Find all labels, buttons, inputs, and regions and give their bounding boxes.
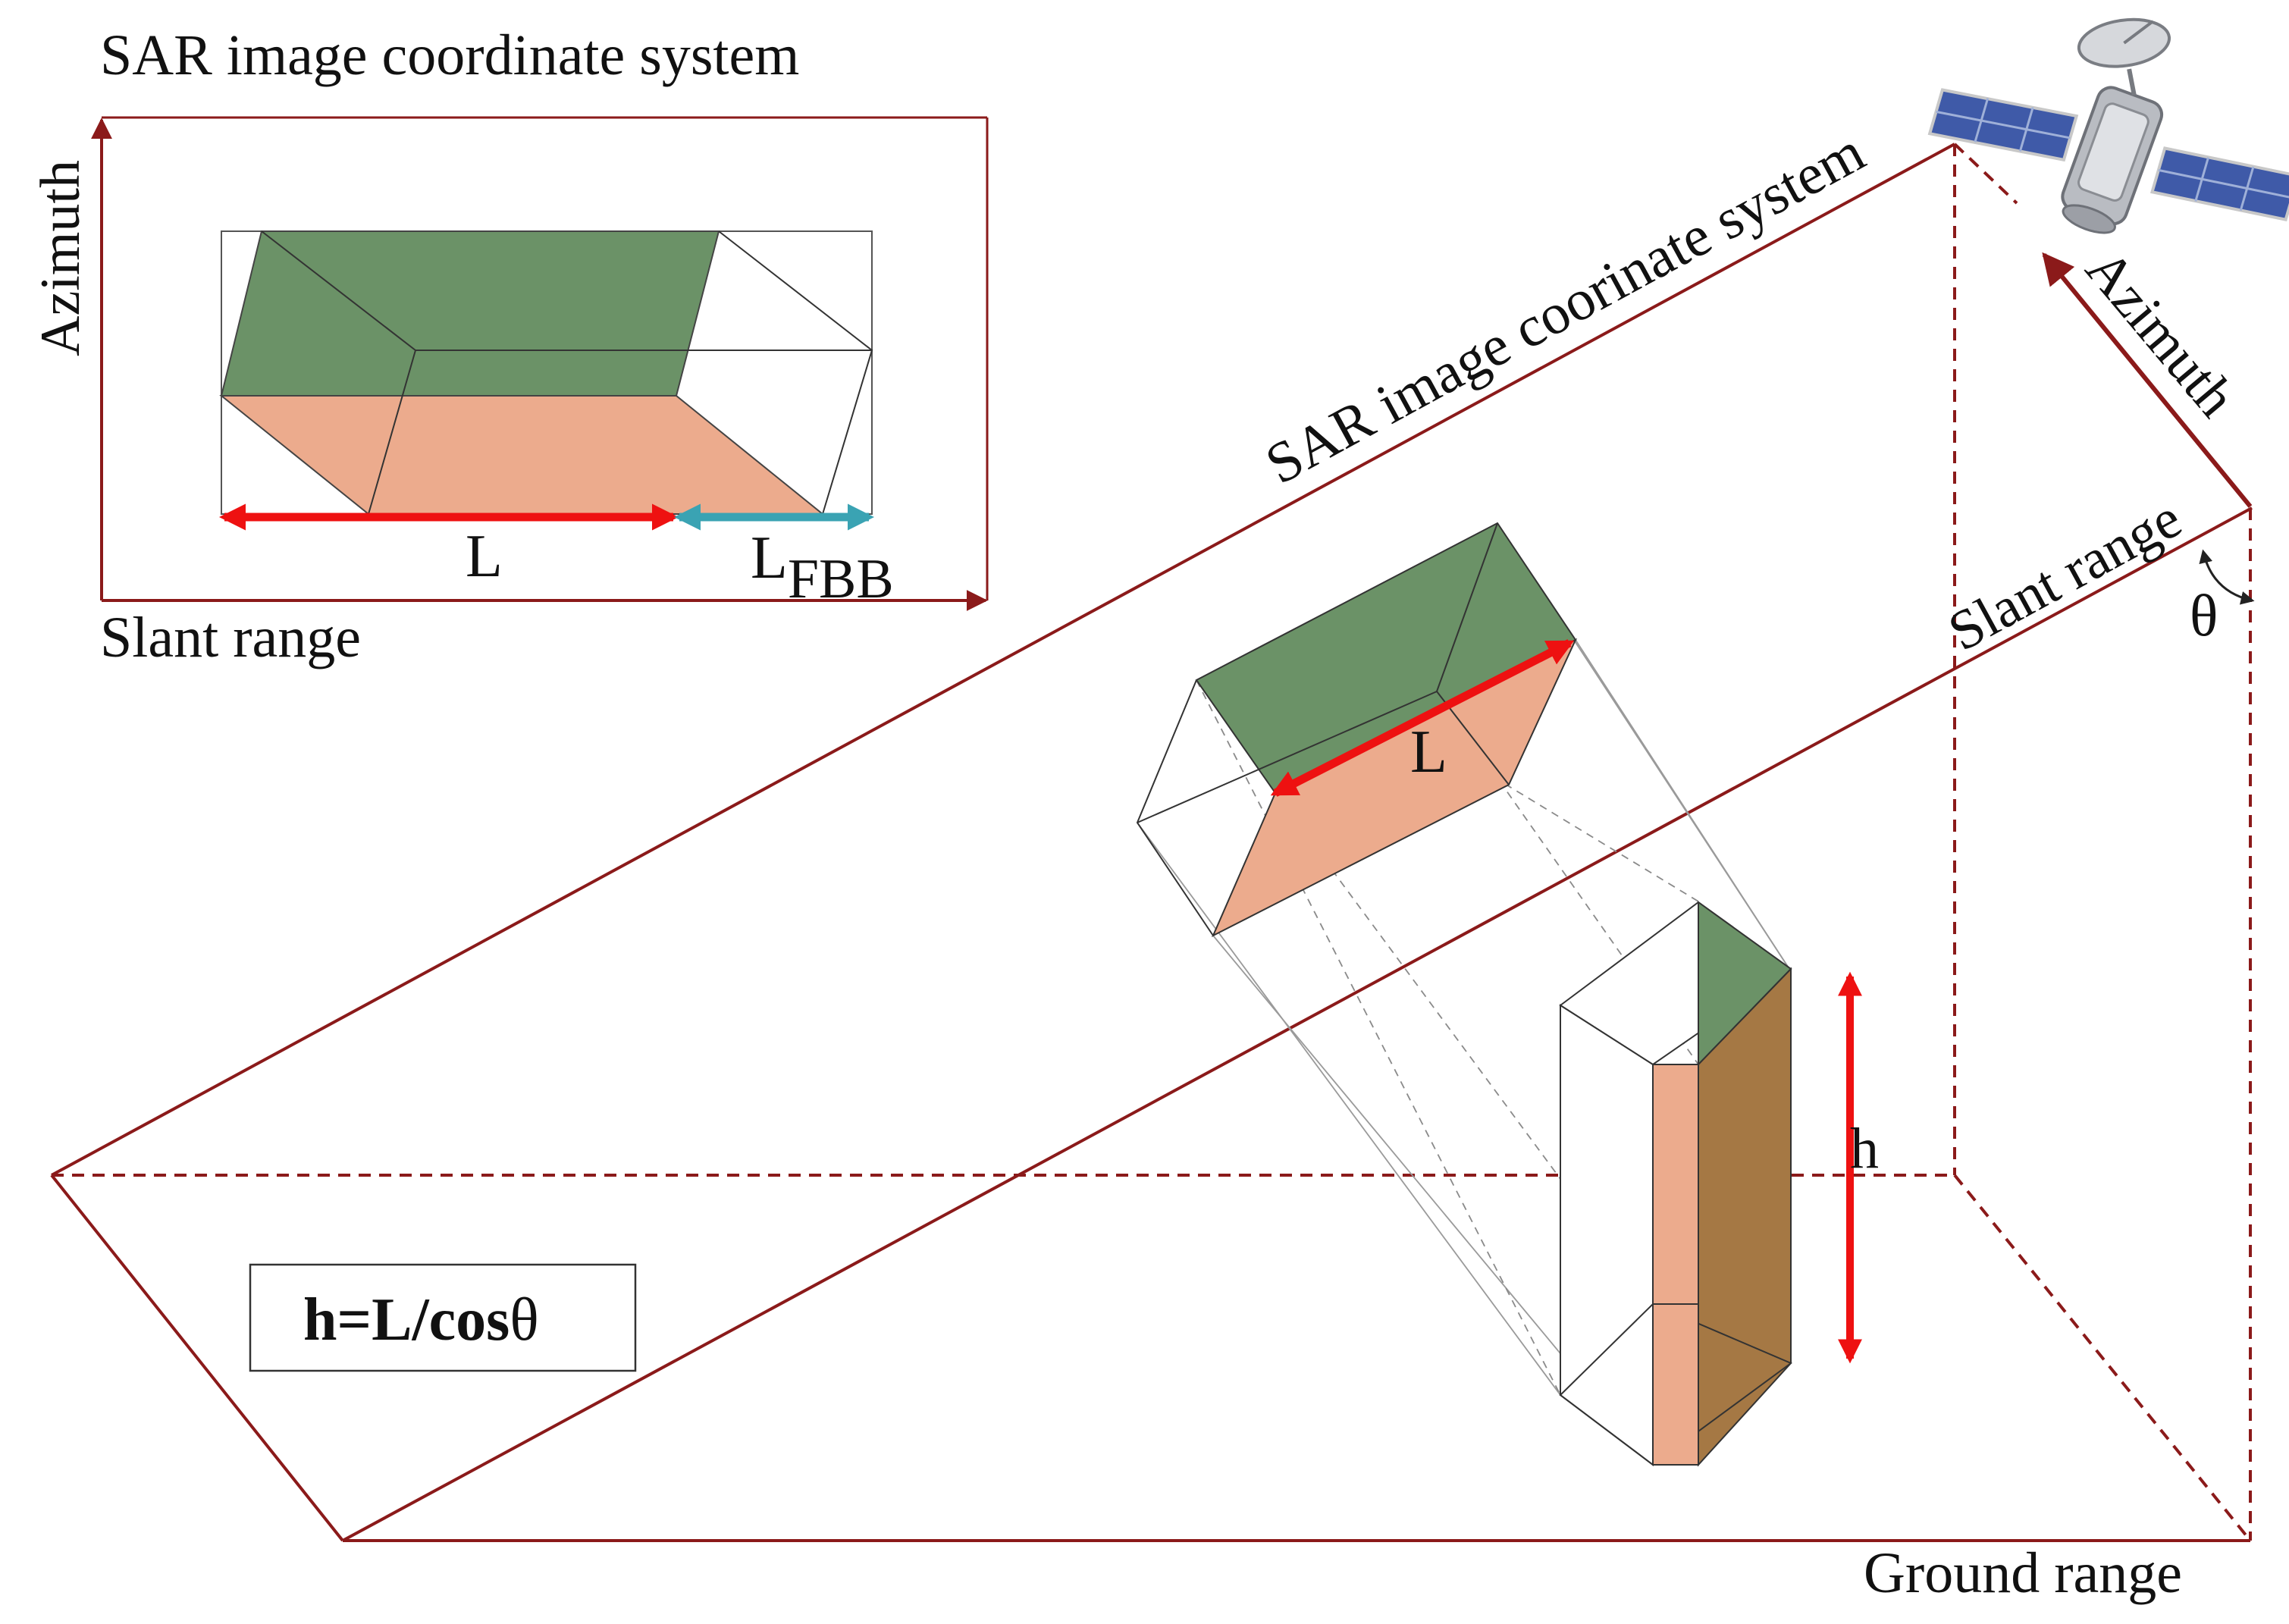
ground-right-edge <box>1953 1174 2252 1542</box>
inset-title: SAR image coordinate system <box>100 24 799 87</box>
main-azimuth-arrow <box>2042 252 2253 508</box>
inset-wall-patch <box>219 395 825 515</box>
ground-building <box>1559 901 1863 1467</box>
inset-slant-range-label: Slant range <box>100 606 361 669</box>
theta-arc <box>2199 549 2255 605</box>
inset-edge-right-top <box>718 230 873 351</box>
inset-azimuth-label: Azimuth <box>30 160 92 356</box>
building-front-left <box>1560 1004 1654 1467</box>
inset-edge-mid <box>368 350 416 515</box>
inset-panel: SAR image coordinate system Azimuth Slan… <box>30 24 989 669</box>
plane-label: SAR image coorinate system <box>1256 120 1875 497</box>
formula-bold: h <box>303 1287 337 1353</box>
main-slant-range-label: Slant range <box>1939 488 2191 663</box>
inset-roof-patch <box>220 230 720 397</box>
inset-LFBB-main: L <box>751 525 788 591</box>
inset-LFBB-label: LFBB <box>751 525 894 610</box>
satellite-left-panel <box>1927 88 2079 162</box>
satellite-right-panel <box>2149 146 2289 222</box>
slant-hidden-edges <box>1136 679 1214 936</box>
formula-text: h=L/cosθ <box>303 1287 539 1353</box>
slant-plane-near-edge <box>342 506 2253 1542</box>
inset-edges-inner <box>261 230 873 515</box>
inset-LFBB-sub: FBB <box>788 548 894 610</box>
inset-L-label: L <box>466 523 503 590</box>
formula-theta: θ <box>510 1287 538 1353</box>
top-right-dashed <box>1953 143 2018 205</box>
theta-label: θ <box>2190 582 2218 648</box>
formula-rest: =L/cos <box>337 1287 510 1353</box>
slant-plane-outline <box>51 143 1955 1177</box>
ground-range-label: Ground range <box>1864 1541 2182 1605</box>
satellite-icon <box>1927 17 2289 234</box>
formula-box <box>249 1263 637 1372</box>
h-label: h <box>1850 1117 1879 1180</box>
slant-building-image <box>1136 522 1578 938</box>
slant-L-label: L <box>1410 719 1447 785</box>
slant-L-arrow <box>1270 639 1575 797</box>
building-base <box>1559 1303 1793 1466</box>
plane-left-connector <box>50 1174 344 1542</box>
building-base-wall <box>1652 1303 1699 1466</box>
